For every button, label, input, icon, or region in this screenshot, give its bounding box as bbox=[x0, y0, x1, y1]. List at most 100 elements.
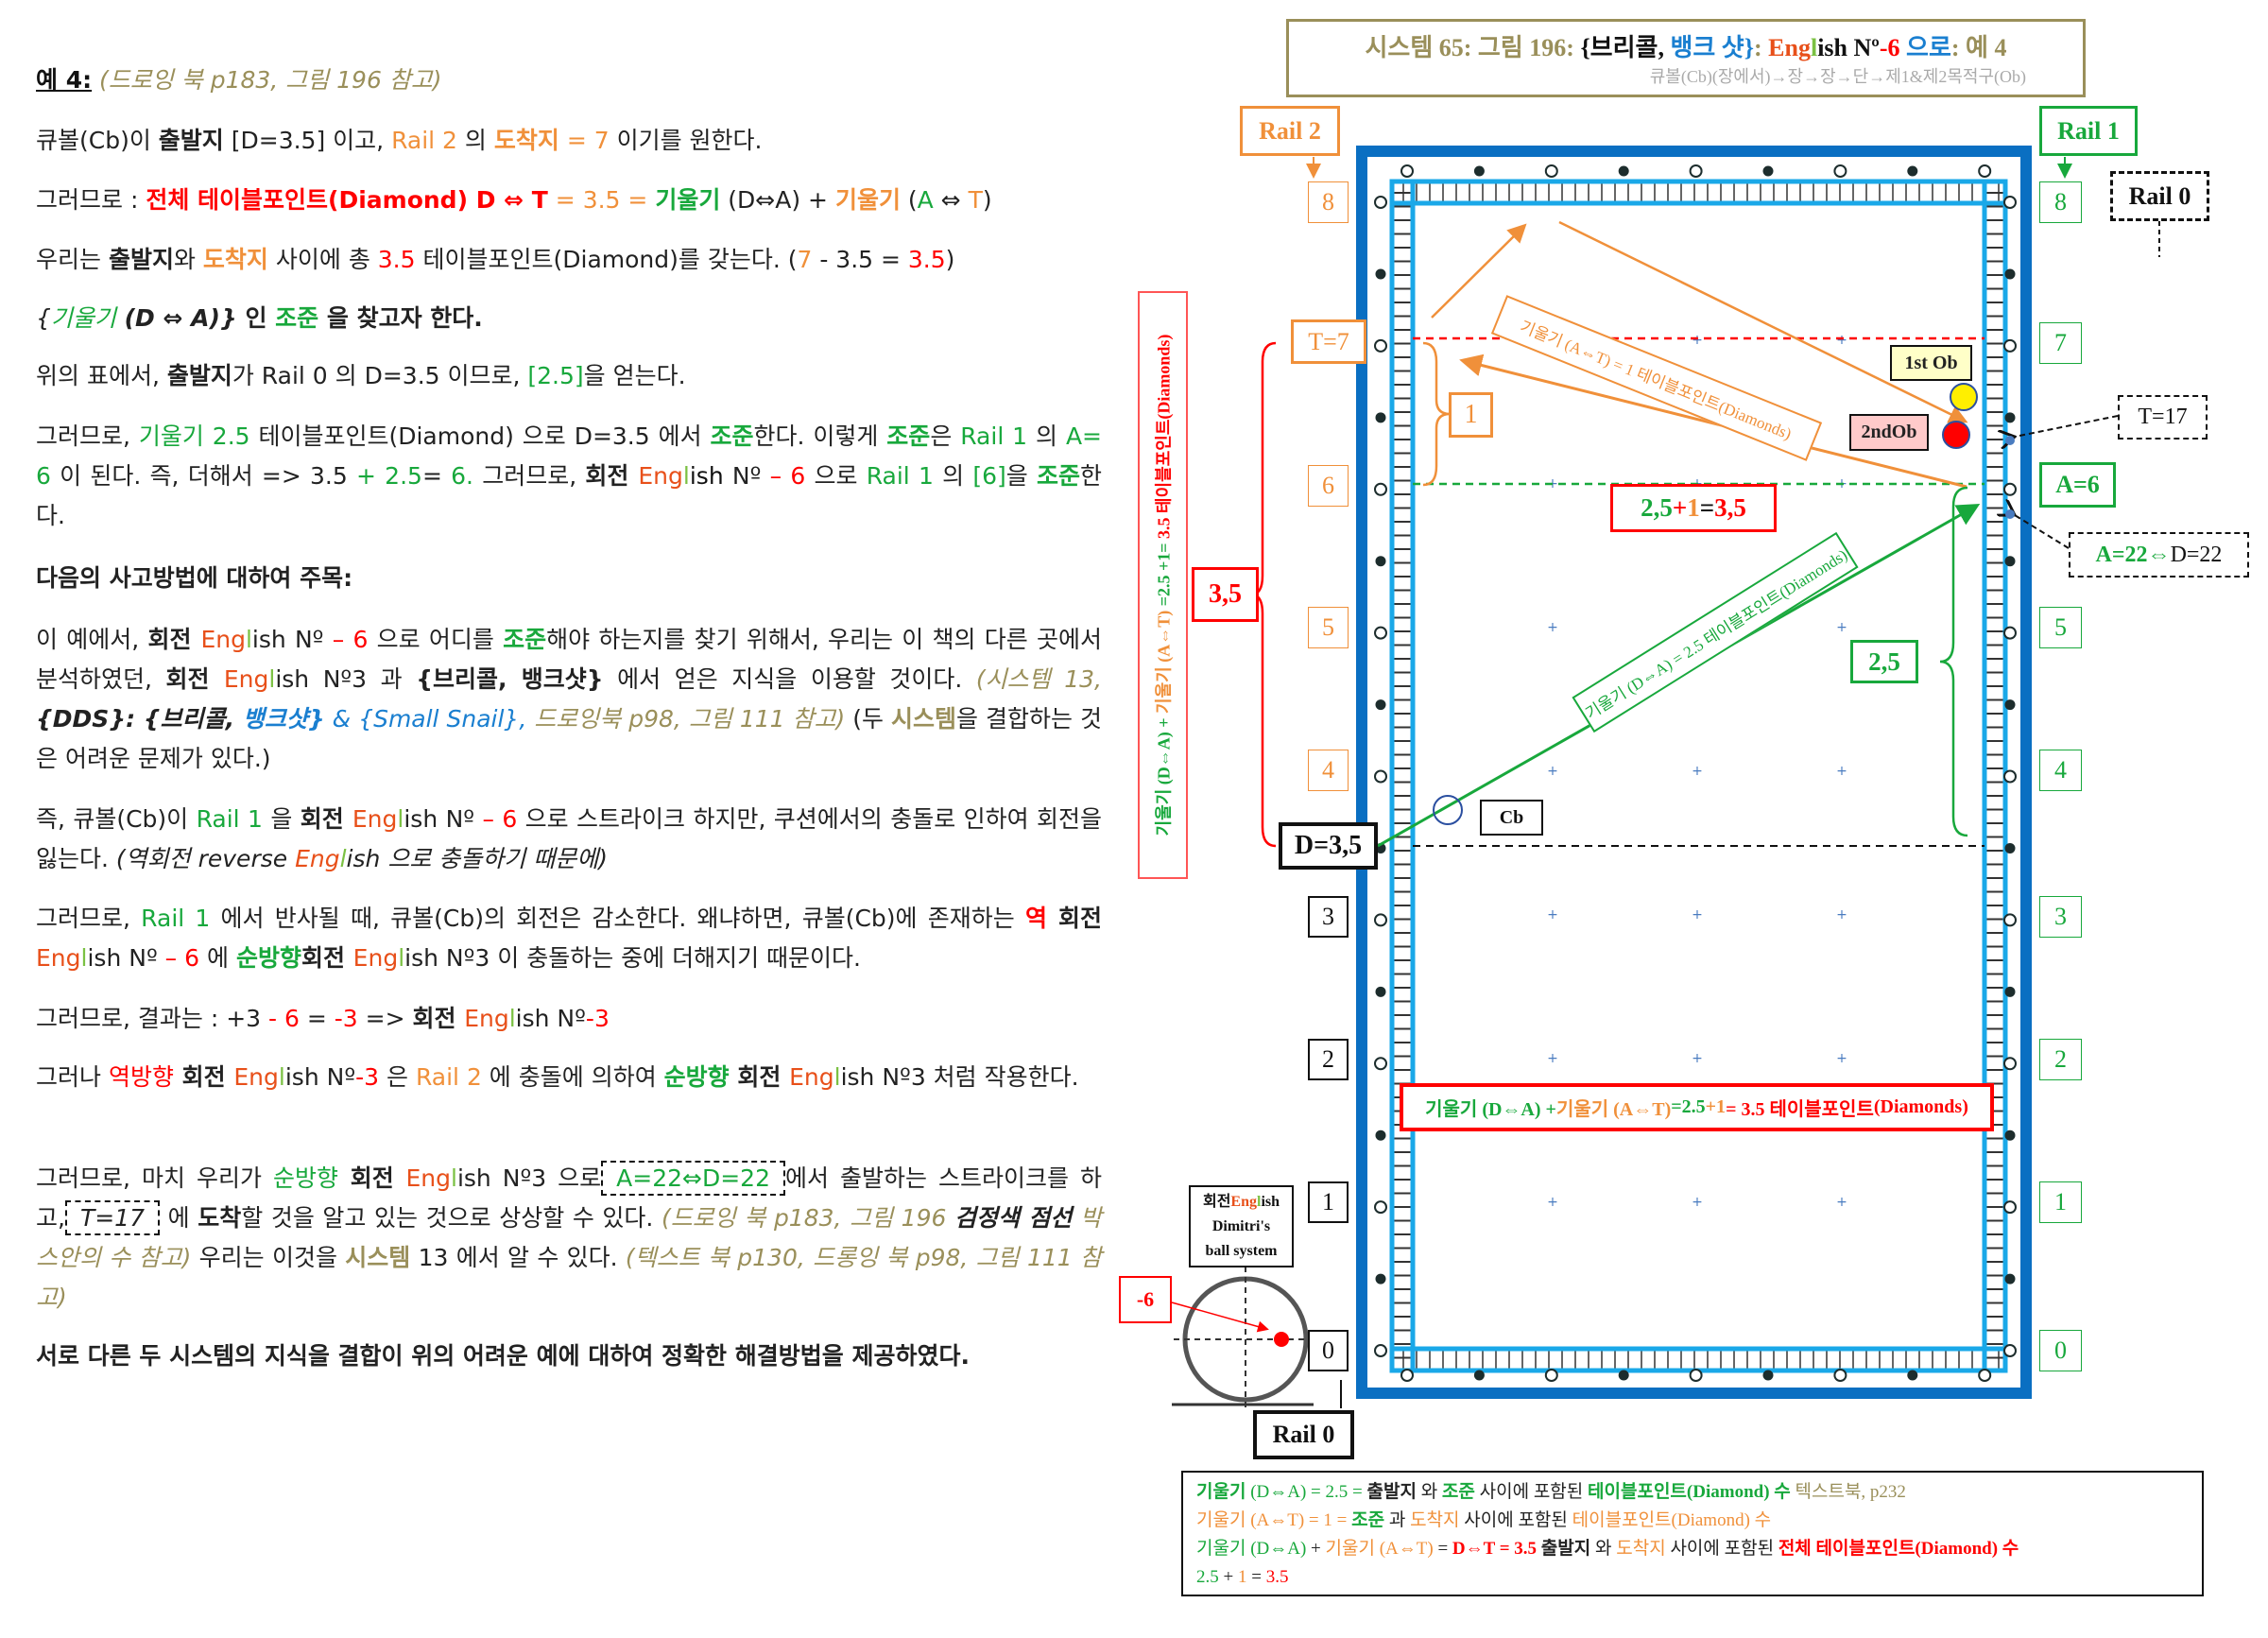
second-object-ball bbox=[1942, 421, 1970, 449]
text-segment: Eng bbox=[405, 1164, 451, 1192]
text-segment: T bbox=[968, 186, 983, 214]
diamond-marker bbox=[2004, 1129, 2016, 1141]
text-segment: 역방향 bbox=[108, 1063, 174, 1091]
text-segment: 인 bbox=[236, 304, 276, 332]
text-segment: 한다. bbox=[36, 462, 1103, 529]
first-object-ball bbox=[1950, 383, 1978, 411]
english-box-line1: 회전English bbox=[1203, 1190, 1280, 1215]
diamond-marker bbox=[2003, 1344, 2017, 1357]
paragraph: 그러므로 : 전체 테이블포인트(Diamond) D ⇔ T = 3.5 = … bbox=[36, 181, 1102, 220]
text-segment: Nº bbox=[549, 1005, 586, 1032]
paragraph: 우리는 출발지와 도착지 사이에 총 3.5 테이블포인트(Diamond)를 … bbox=[36, 240, 1102, 280]
text-segment: (D⇔A) = 2.5 = bbox=[1250, 1482, 1367, 1502]
text-segment: ( bbox=[900, 186, 918, 214]
text-segment: =2.5 +1= bbox=[1154, 538, 1174, 607]
diamond-marker bbox=[1374, 196, 1387, 209]
rail-right bbox=[1982, 179, 2008, 1373]
text-segment: { bbox=[36, 304, 51, 332]
text-segment: 기울기 (D⇔A) + bbox=[1425, 1099, 1556, 1120]
path-segment-4 bbox=[1558, 220, 1968, 423]
text-segment: = bbox=[299, 1005, 335, 1032]
diamond-marker bbox=[1544, 164, 1558, 178]
a22-pointer bbox=[2015, 515, 2070, 549]
text-segment: ish bbox=[1261, 1193, 1280, 1210]
paragraph: 즉, 큐볼(Cb)이 Rail 1 을 회전 English Nº – 6 으로… bbox=[36, 800, 1102, 879]
text-segment: 출발지 bbox=[166, 362, 232, 389]
grid-cross: + bbox=[1547, 476, 1558, 491]
vertical-sum-box: 기울기 (D⇔A) + 기울기 (A⇔T) =2.5 +1= 3.5 테이블포인… bbox=[1138, 291, 1188, 879]
text-segment: 테이블포인트(Diamond) 으로 D=3.5 에서 bbox=[249, 422, 711, 450]
diamond-marker bbox=[1762, 165, 1774, 177]
text-segment: 회전 bbox=[337, 1164, 406, 1192]
aim-a6-label: A=6 bbox=[2039, 462, 2116, 508]
text-segment: - 6 bbox=[268, 1005, 300, 1032]
grid-cross: + bbox=[1836, 764, 1847, 779]
text-segment: : 예 4 bbox=[1950, 34, 2007, 61]
rail-1-label: Rail 1 bbox=[2039, 106, 2138, 156]
text-segment: (역회전 reverse bbox=[115, 845, 296, 872]
diamond-marker bbox=[1618, 1370, 1629, 1381]
text-segment: 기울기 (A⇔T) bbox=[1325, 1539, 1434, 1559]
rail-2-number: 6 bbox=[1308, 465, 1349, 507]
text-segment: ish bbox=[87, 944, 122, 972]
text-segment: => bbox=[357, 1005, 413, 1032]
rail-2-number: 8 bbox=[1308, 181, 1349, 223]
text-segment: Eng bbox=[464, 1005, 509, 1032]
text-segment: ish bbox=[346, 845, 381, 872]
text-segment: 시스템 bbox=[345, 1244, 411, 1271]
text-segment: ish bbox=[515, 1005, 550, 1032]
text-segment: {DDS}: {브리콜, bbox=[36, 705, 243, 733]
text-segment: Nº bbox=[285, 626, 333, 653]
text-segment: Eng bbox=[352, 944, 399, 972]
d22-text: D=22 bbox=[2170, 542, 2223, 567]
text-segment: Nº3 처럼 작용한다. bbox=[874, 1063, 1079, 1091]
diamond-marker bbox=[1833, 1369, 1847, 1382]
diamond-marker bbox=[1374, 1344, 1387, 1357]
text-segment: = bbox=[1246, 1567, 1266, 1587]
text-segment: ) bbox=[945, 246, 955, 273]
rail-1-number: 4 bbox=[2039, 750, 2082, 791]
text-segment: Rail 2 bbox=[391, 127, 457, 154]
text-segment: [6] bbox=[972, 462, 1006, 490]
text-segment: 한다. 이렇게 bbox=[753, 422, 887, 450]
table-frame bbox=[1356, 146, 2032, 1399]
text-segment: 기울기 2.5 bbox=[138, 422, 250, 450]
text-segment: Eng bbox=[36, 944, 81, 972]
second-ob-label: 2ndOb bbox=[1849, 414, 1929, 451]
text-segment: 1 bbox=[1237, 1567, 1247, 1587]
text-segment: 회전 bbox=[300, 805, 352, 833]
diamond-marker bbox=[1374, 1200, 1387, 1215]
text-segment: [D=3.5] 이고, bbox=[223, 127, 392, 154]
diamond-marker bbox=[1375, 1273, 1386, 1285]
text-segment: 은 bbox=[379, 1063, 416, 1091]
text-segment: = bbox=[1433, 1539, 1452, 1559]
text-segment: 뱅크 샷} bbox=[1670, 34, 1754, 61]
vertical-sum-text: 기울기 (D⇔A) + 기울기 (A⇔T) =2.5 +1= 3.5 테이블포인… bbox=[1151, 335, 1176, 836]
text-segment: – 6 bbox=[482, 805, 518, 833]
text-segment: 드로잉북 p98, 그림 111 참고) bbox=[526, 705, 846, 733]
text-segment: 사이에 포함된 bbox=[1459, 1510, 1572, 1530]
english-minus6-label: -6 bbox=[1119, 1276, 1172, 1323]
text-segment: 이 예에서, bbox=[36, 626, 148, 653]
text-segment: 순방향 bbox=[235, 944, 301, 972]
diamond-marker bbox=[2004, 412, 2016, 423]
text-segment: 3.5 bbox=[907, 246, 946, 273]
at-1-label: 1 bbox=[1449, 392, 1493, 438]
text-segment: 으로 bbox=[805, 462, 867, 490]
text-segment: 회전 bbox=[301, 944, 353, 972]
brace-green bbox=[1939, 486, 1968, 837]
text-segment: 을 찾고자 한다. bbox=[318, 304, 483, 332]
diamond-marker bbox=[1978, 1369, 1992, 1382]
text-segment: (시스템 13, bbox=[975, 665, 1102, 693]
diamond-marker bbox=[1374, 769, 1387, 784]
text-segment: 7 bbox=[797, 246, 813, 273]
text-segment: 도착 bbox=[198, 1204, 242, 1232]
text-segment: Nº bbox=[121, 944, 165, 972]
text-segment: 으로 충돌하기 때문에) bbox=[380, 845, 608, 872]
text-segment: 박스안의 수 참고) bbox=[36, 1204, 1102, 1271]
diamond-marker bbox=[2004, 699, 2016, 711]
grid-cross: + bbox=[1692, 907, 1703, 922]
a22-d22-label: A=22⇔D=22 bbox=[2069, 532, 2249, 578]
text-segment: 와 bbox=[1590, 1539, 1617, 1559]
